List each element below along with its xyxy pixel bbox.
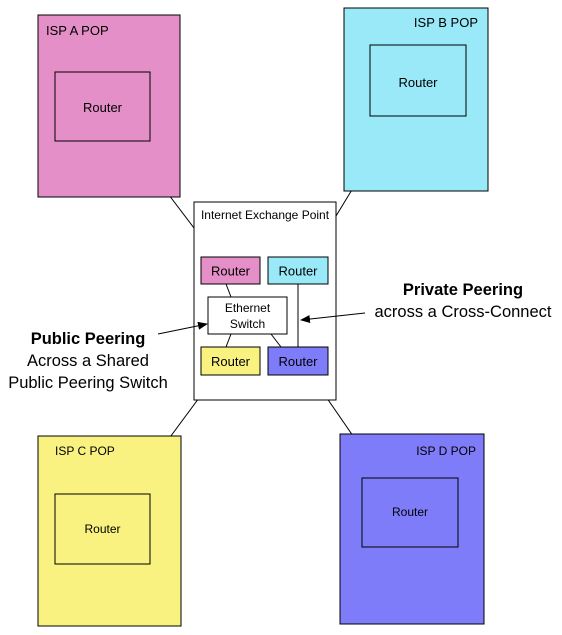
isp-a-pop-title: ISP A POP xyxy=(46,23,109,38)
isp-c-router-box xyxy=(54,493,151,565)
private-peering-annotation: Private Peering across a Cross-Connect xyxy=(375,281,552,321)
ethernet-switch-label-line2: Switch xyxy=(230,317,265,331)
public-peering-arrow xyxy=(157,321,208,335)
isp-d-pop-title: ISP D POP xyxy=(416,444,476,458)
public-peering-title: Public Peering xyxy=(31,330,146,348)
link-ixp-switch-to-router-d xyxy=(270,333,282,348)
isp-b-router-box xyxy=(369,44,467,117)
private-peering-arrow xyxy=(300,312,366,323)
private-peering-title: Private Peering xyxy=(403,281,523,299)
public-peering-line2: Public Peering Switch xyxy=(8,374,168,392)
ixp-router-c xyxy=(200,346,261,376)
private-peering-subtitle: across a Cross-Connect xyxy=(375,303,552,321)
isp-d-router-box xyxy=(361,477,459,548)
ixp-router-b-label: Router xyxy=(278,264,318,279)
public-peering-line1: Across a Shared xyxy=(27,352,149,370)
isp-b-pop: ISP B POP Router xyxy=(343,7,489,192)
isp-d-pop: ISP D POP Router xyxy=(339,433,485,625)
isp-c-router-label: Router xyxy=(84,522,120,536)
isp-a-router-box xyxy=(54,71,151,142)
link-ixp-router-a-to-switch xyxy=(225,283,232,298)
link-ixp-router-c-to-switch xyxy=(225,333,232,348)
isp-b-pop-title: ISP B POP xyxy=(414,15,478,30)
public-peering-annotation: Public Peering Across a Shared Public Pe… xyxy=(8,330,168,392)
isp-a-router-label: Router xyxy=(83,100,123,115)
ixp-title: Internet Exchange Point xyxy=(201,208,330,222)
ixp-router-a-label: Router xyxy=(211,264,251,279)
ixp-router-b xyxy=(267,256,329,285)
ixp-router-a xyxy=(200,256,261,285)
isp-c-pop: ISP C POP Router xyxy=(37,435,182,627)
isp-c-pop-title: ISP C POP xyxy=(55,444,115,458)
ixp-router-c-label: Router xyxy=(211,354,251,369)
isp-b-router-label: Router xyxy=(398,75,438,90)
ixp-router-d xyxy=(267,346,329,376)
internet-exchange-point: Internet Exchange Point Router Router Et… xyxy=(193,201,337,401)
ixp-router-d-label: Router xyxy=(278,354,318,369)
ethernet-switch-label-line1: Ethernet xyxy=(225,301,271,315)
ethernet-switch xyxy=(207,296,288,335)
isp-d-router-label: Router xyxy=(392,505,428,519)
isp-a-pop: ISP A POP Router xyxy=(37,14,181,198)
